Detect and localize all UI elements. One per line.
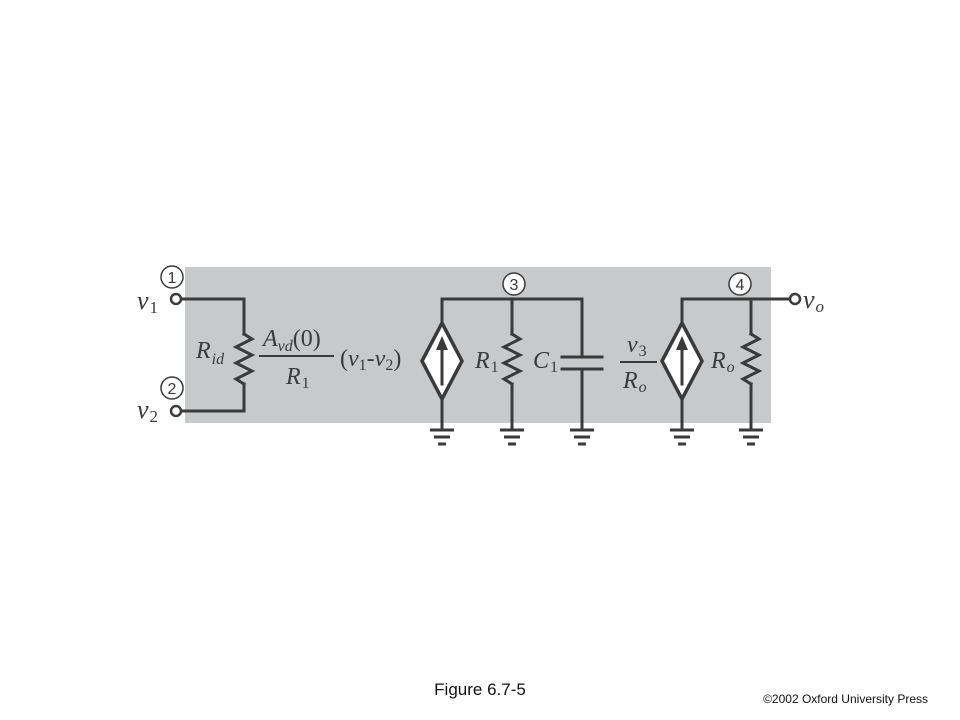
ground-symbol [500, 428, 524, 446]
gain-denominator: R1 [285, 364, 310, 392]
node-2-circle [160, 376, 184, 400]
node-3-circle [502, 272, 526, 296]
terminal-v1 [169, 292, 183, 306]
r1-label: R1 [474, 348, 499, 376]
ground-symbol [670, 428, 694, 446]
src2-numerator: v3 [627, 332, 647, 360]
ground-symbol [570, 428, 594, 446]
ground-symbol [739, 428, 763, 446]
node-4-label: 4 [736, 277, 745, 294]
source-1-arrowhead [436, 336, 448, 350]
node-2-label: 2 [168, 381, 177, 398]
gain-numerator: Avd(0) [261, 326, 321, 355]
rid-label: Rid [195, 338, 225, 368]
vo-label: vo [803, 285, 824, 316]
ro-resistor [739, 331, 763, 387]
node-3-label: 3 [510, 277, 519, 294]
node-1-circle [160, 265, 184, 289]
c1-label: C1 [533, 348, 558, 376]
v2-label: v2 [137, 395, 158, 426]
diff-input-label: (v1-v2) [340, 346, 401, 374]
node-3-section [420, 297, 604, 430]
src2-denominator: Ro [622, 368, 647, 396]
v1-label: v1 [137, 286, 158, 317]
terminal-vo [788, 292, 802, 306]
ro-label: Ro [710, 348, 735, 376]
ground-symbols [430, 428, 763, 446]
r1-resistor [500, 331, 524, 387]
rid-resistor [232, 331, 256, 387]
source-2-arrowhead [676, 336, 688, 350]
node-4-section [660, 292, 802, 430]
input-section [169, 292, 256, 418]
figure-caption: Figure 6.7-5 [434, 680, 526, 699]
terminal-v2 [169, 404, 183, 418]
node-1-label: 1 [168, 270, 177, 287]
node-4-circle [728, 272, 752, 296]
ground-symbol [430, 428, 454, 446]
copyright-notice: ©2002 Oxford University Press [763, 692, 928, 706]
